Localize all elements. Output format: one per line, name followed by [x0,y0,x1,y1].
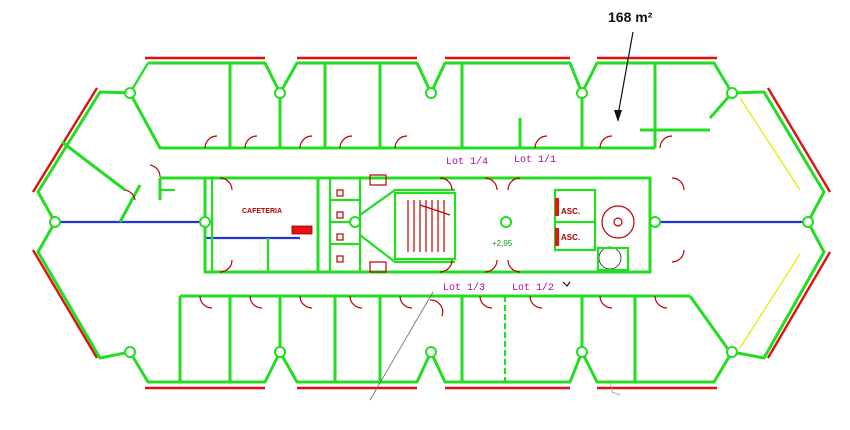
elevator-a-label: ASC. [561,207,580,216]
lot-label-1-1: Lot 1/1 [514,154,556,166]
structural-axis [55,220,808,240]
bottom-offices [178,294,732,382]
area-annotation: 168 m² [608,9,653,25]
doors [124,135,685,317]
central-core [158,174,652,274]
lot-label-1-3: Lot 1/3 [443,282,485,294]
cafeteria-label: CAFETERIA [242,208,282,215]
annotation-leaders [369,31,634,401]
stair-treads [407,200,451,252]
arrow-head-icon [614,110,622,122]
spiral-stair-icon [601,205,635,239]
lot-label-1-2: Lot 1/2 [512,282,554,294]
columns [49,87,814,358]
top-offices [61,63,734,223]
lot-label-1-4: Lot 1/4 [446,156,488,168]
level-label: +2,95 [492,239,513,248]
elevator-b-label: ASC. [561,233,580,242]
